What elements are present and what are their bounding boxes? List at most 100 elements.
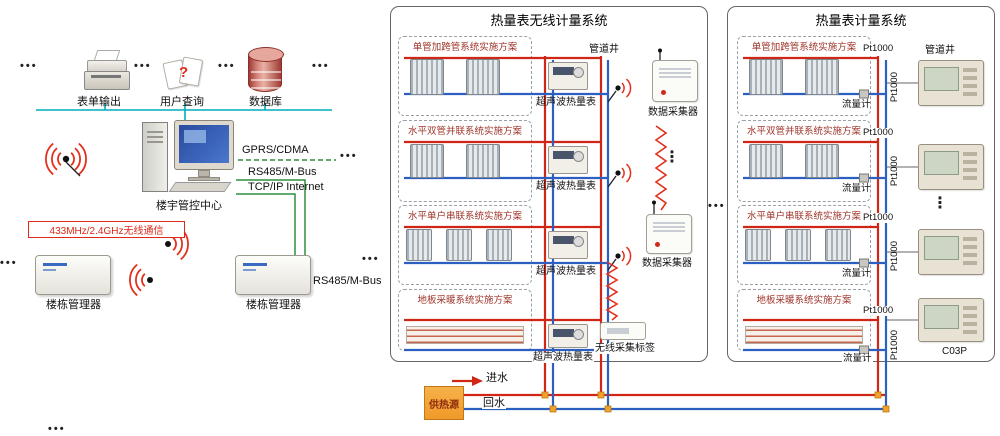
gprs-cdma-label: GPRS/CDMA xyxy=(242,144,309,156)
wireless-coil-1 xyxy=(654,125,668,211)
radiator-icon xyxy=(785,229,811,261)
wireless-tag-device xyxy=(600,322,646,340)
solution-title: 水平单户串联系统实施方案 xyxy=(407,211,522,222)
pt1000-label: Pt1000 xyxy=(862,43,895,55)
wireless-tag-label: 无线采集标签 xyxy=(594,343,656,354)
ultrasonic-meter-device xyxy=(548,324,588,348)
data-collector-label: 数据采集器 xyxy=(642,258,692,269)
data-collector-device xyxy=(652,60,698,102)
radiator-icon xyxy=(410,59,444,95)
wireless-system-title: 热量表无线计量系统 xyxy=(485,10,613,29)
flow-meter-label: 流量计 xyxy=(842,268,871,279)
ultrasonic-meter-label: 超声波热量表 xyxy=(536,266,596,277)
printer-slot xyxy=(91,75,121,78)
radiator-icon xyxy=(466,59,500,95)
heat-source-box: 供热源 xyxy=(424,386,464,420)
ellipsis: ••• xyxy=(708,200,726,212)
ellipsis: ••• xyxy=(20,60,38,72)
pt1000-label: Pt1000 xyxy=(862,127,895,139)
flow-meter-label: 流量计 xyxy=(842,353,873,365)
return-label: 回水 xyxy=(482,397,506,410)
printer-body xyxy=(84,71,130,90)
inlet-arrow xyxy=(472,376,483,386)
ellipsis: ••• xyxy=(362,253,380,265)
printer-icon xyxy=(84,50,130,94)
keyboard-icon xyxy=(168,182,232,192)
radiator-icon xyxy=(825,229,851,261)
radiator-icon xyxy=(486,229,512,261)
data-collector-label: 数据采集器 xyxy=(648,107,698,118)
floor-coil-icon xyxy=(406,326,524,344)
return-pipes xyxy=(404,60,888,411)
ultrasonic-meter-label: 超声波热量表 xyxy=(536,181,596,192)
solution-title: 水平单户串联系统实施方案 xyxy=(746,211,861,222)
rs485-bus-label: RS485/M-Bus xyxy=(313,275,382,287)
building-manager-2-device xyxy=(235,255,311,295)
riser-antennas xyxy=(607,78,632,271)
data-collector-device xyxy=(646,214,692,254)
meter-panel-device xyxy=(918,144,984,190)
flow-meter-label: 流量计 xyxy=(842,99,871,110)
meter-panel-device xyxy=(918,229,984,275)
ultrasonic-meter-label: 超声波热量表 xyxy=(536,97,596,108)
solution-title: 地板采暖系统实施方案 xyxy=(756,295,852,306)
solution-box-double-pipe: 水平双管并联系统实施方案 xyxy=(398,120,532,202)
question-mark: ? xyxy=(179,64,189,81)
pipe-shaft-label: 管道井 xyxy=(588,44,620,55)
ellipsis: ••• xyxy=(48,423,66,435)
radiator-icon xyxy=(406,229,432,261)
monitor-stand xyxy=(198,170,210,177)
radiator-icon xyxy=(745,229,771,261)
wifi-waves-left xyxy=(45,142,87,176)
tcpip-label: TCP/IP Internet xyxy=(248,181,324,193)
bus-link-lines xyxy=(236,159,336,255)
control-center-label: 楼宇管控中心 xyxy=(156,200,222,212)
pt1000-label-vertical: Pt1000 xyxy=(889,72,900,103)
pt1000-label-vertical: Pt1000 xyxy=(889,156,900,187)
ellipsis: ••• xyxy=(0,257,18,269)
panel-wires xyxy=(887,82,918,321)
ellipsis: ••• xyxy=(340,150,358,162)
user-query-label: 用户查询 xyxy=(160,96,204,108)
wireless-band-banner: 433MHz/2.4GHz无线通信 xyxy=(28,221,185,238)
pipe-shaft-label: 管道井 xyxy=(924,45,956,56)
radiator-icon xyxy=(466,144,500,178)
radiator-icon xyxy=(749,59,783,95)
solution-box-series: 水平单户串联系统实施方案 xyxy=(737,205,871,285)
ellipsis: ••• xyxy=(134,60,152,72)
lan-lines xyxy=(36,103,332,122)
database-label: 数据库 xyxy=(249,96,282,108)
pt1000-label-vertical: Pt1000 xyxy=(889,241,900,272)
radiator-icon xyxy=(749,144,783,178)
solution-title: 水平双管并联系统实施方案 xyxy=(407,126,522,137)
radiator-icon xyxy=(446,229,472,261)
building-manager-1-device xyxy=(35,255,111,295)
building-manager-2-label: 楼栋管理器 xyxy=(246,299,301,311)
solution-title: 水平双管并联系统实施方案 xyxy=(746,126,861,137)
solution-title: 单管加跨管系统实施方案 xyxy=(412,42,518,53)
radiator-icon xyxy=(410,144,444,178)
meter-panel-device xyxy=(918,298,984,342)
user-query-icon: ? xyxy=(162,52,208,96)
computer-monitor-icon xyxy=(174,120,234,170)
building-manager-1-label: 楼栋管理器 xyxy=(46,299,101,311)
inlet-label: 进水 xyxy=(486,372,508,384)
computer-tower-icon xyxy=(142,122,168,192)
radiator-icon xyxy=(805,59,839,95)
pt1000-label: Pt1000 xyxy=(862,212,895,224)
wifi-waves-managers xyxy=(129,227,189,297)
ellipsis: ••• xyxy=(312,60,330,72)
meter-panel-device xyxy=(918,60,984,106)
database-icon xyxy=(248,47,284,92)
ultrasonic-meter-device xyxy=(548,62,588,90)
flow-meter-label: 流量计 xyxy=(842,183,871,194)
panel-model-label: C03P xyxy=(942,346,968,357)
rs485-mbus-label: RS485/M-Bus xyxy=(248,166,317,178)
solution-title: 地板采暖系统实施方案 xyxy=(417,295,513,306)
floor-coil-icon xyxy=(745,326,863,344)
ultrasonic-meter-device xyxy=(548,146,588,174)
junction-valves xyxy=(541,391,890,413)
radiator-icon xyxy=(805,144,839,178)
solution-box-series: 水平单户串联系统实施方案 xyxy=(398,205,532,285)
